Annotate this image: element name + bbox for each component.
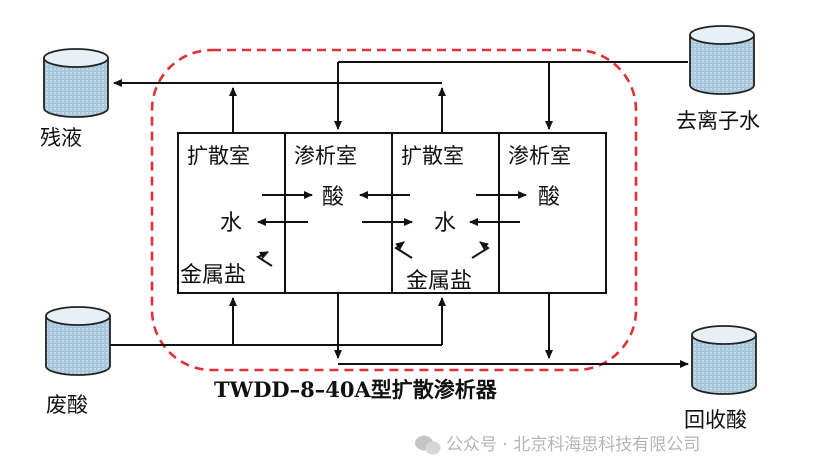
watermark: 公众号 · 北京科海思科技有限公司 [415,435,700,455]
chamber-label-3: 扩散室 [401,144,464,168]
chamber-label-2: 渗析室 [294,144,357,168]
watermark-text: 公众号 · 北京科海思科技有限公司 [446,435,700,455]
acid-label-1: 酸 [322,185,344,210]
device-boundary [150,48,638,372]
residual-tank-icon [43,48,109,118]
chamber-block [177,132,607,294]
water-label-2: 水 [434,211,456,236]
waste-acid-label: 废酸 [46,393,88,417]
residual-label: 残液 [40,126,82,150]
waste-acid-tank-icon [45,306,111,376]
metal-salt-label-1: 金属盐 [180,263,246,288]
wechat-icon [415,435,441,455]
chamber-label-1: 扩散室 [187,144,250,168]
membrane-transport-arrows [255,191,527,267]
device-title: TWDD–8–40A型扩散渗析器 [214,377,498,402]
process-piping [110,61,689,368]
water-label-1: 水 [220,211,242,236]
metal-salt-label-2: 金属盐 [406,269,472,294]
deionized-water-label: 去离子水 [676,109,760,133]
deionized-water-tank-icon [689,25,755,95]
chamber-label-4: 渗析室 [508,144,571,168]
recovered-acid-tank-icon [691,325,757,395]
acid-label-2: 酸 [538,185,560,210]
recovered-acid-label: 回收酸 [684,408,747,432]
